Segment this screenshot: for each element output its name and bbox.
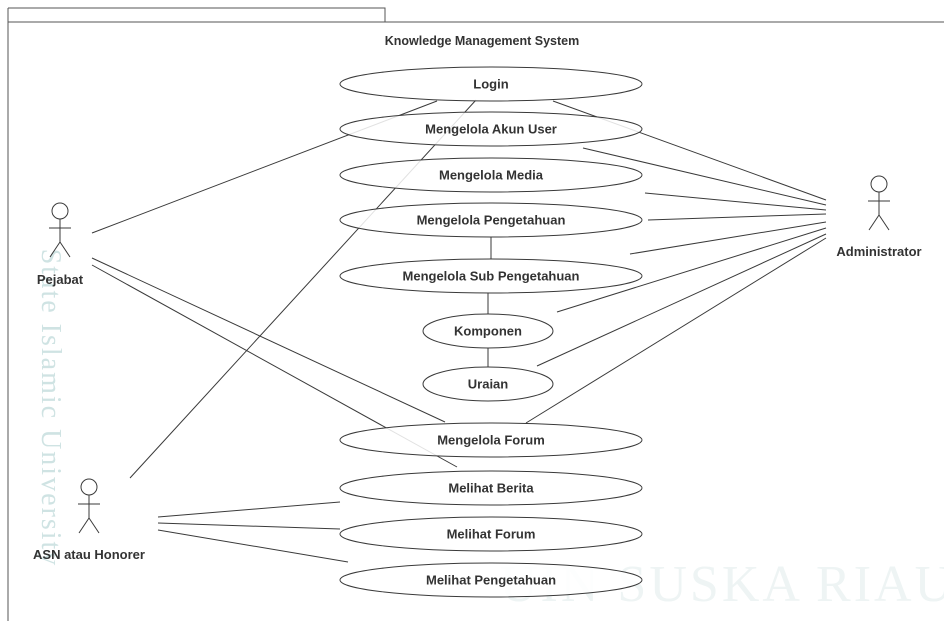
actor-administrator: Administrator: [836, 175, 922, 259]
system-title: Knowledge Management System: [385, 34, 580, 48]
use-case-ellipse: [339, 157, 643, 193]
use-case-label: Mengelola Forum: [437, 432, 545, 447]
association-administrator-media: [644, 192, 827, 211]
use-case-label: Melihat Pengetahuan: [426, 572, 556, 587]
use-case-label: Mengelola Akun User: [425, 121, 557, 136]
use-case-ellipse: [339, 562, 643, 598]
use-case-ellipse: [422, 366, 554, 402]
use-case-label: Komponen: [454, 323, 522, 338]
system-boundary: Knowledge Management System: [7, 7, 944, 621]
actor-pejabat: Pejabat: [37, 202, 84, 287]
use-case-label: Mengelola Pengetahuan: [417, 212, 566, 227]
association-administrator-uraian: [536, 233, 827, 367]
use-case-ellipse: [422, 313, 554, 349]
association-administrator-pengetahuan: [647, 213, 827, 221]
use-case-label: Melihat Berita: [448, 480, 534, 495]
actor-asn: ASN atau Honorer: [33, 478, 145, 562]
use-case-lforum: Melihat Forum: [339, 516, 643, 552]
actor-figure-icon: [78, 478, 100, 534]
use-case-akun: Mengelola Akun User: [339, 111, 643, 147]
use-case-ellipse: [339, 111, 643, 147]
actor-figure-icon: [868, 175, 890, 231]
association-asn-lforum: [157, 522, 341, 530]
use-case-ellipse: [339, 258, 643, 294]
association-administrator-pengetahuan: [629, 221, 827, 255]
actor-label: ASN atau Honorer: [33, 547, 145, 562]
use-case-ellipse: [339, 202, 643, 238]
association-lines: [91, 99, 827, 563]
association-administrator-sub: [556, 227, 827, 313]
actor-label: Pejabat: [37, 272, 84, 287]
association-administrator-akun: [582, 147, 827, 206]
use-case-uraian: Uraian: [422, 366, 554, 402]
use-case-forum: Mengelola Forum: [339, 422, 643, 458]
use-case-label: Melihat Forum: [447, 526, 536, 541]
use-case-ellipse: [339, 470, 643, 506]
use-case-sub: Mengelola Sub Pengetahuan: [339, 258, 643, 294]
association-asn-lpengetahuan: [157, 529, 349, 563]
actor-label: Administrator: [836, 244, 921, 259]
use-case-label: Mengelola Sub Pengetahuan: [403, 268, 580, 283]
use-case-lpengetahuan: Melihat Pengetahuan: [339, 562, 643, 598]
actor-figure-icon: [49, 202, 71, 258]
use-case-pengetahuan: Mengelola Pengetahuan: [339, 202, 643, 238]
use-case-label: Login: [473, 76, 508, 91]
use-case-komponen: Komponen: [422, 313, 554, 349]
use-case-ellipse: [339, 516, 643, 552]
use-case-label: Uraian: [468, 376, 509, 391]
use-case-berita: Melihat Berita: [339, 470, 643, 506]
association-pejabat-forum: [91, 257, 446, 423]
use-case-media: Mengelola Media: [339, 157, 643, 193]
association-asn-berita: [157, 501, 341, 518]
use-case-ellipse: [339, 66, 643, 102]
association-administrator-forum: [525, 237, 827, 424]
use-case-ellipse: [339, 422, 643, 458]
use-case-label: Mengelola Media: [439, 167, 544, 182]
use-case-login: Login: [339, 66, 643, 102]
